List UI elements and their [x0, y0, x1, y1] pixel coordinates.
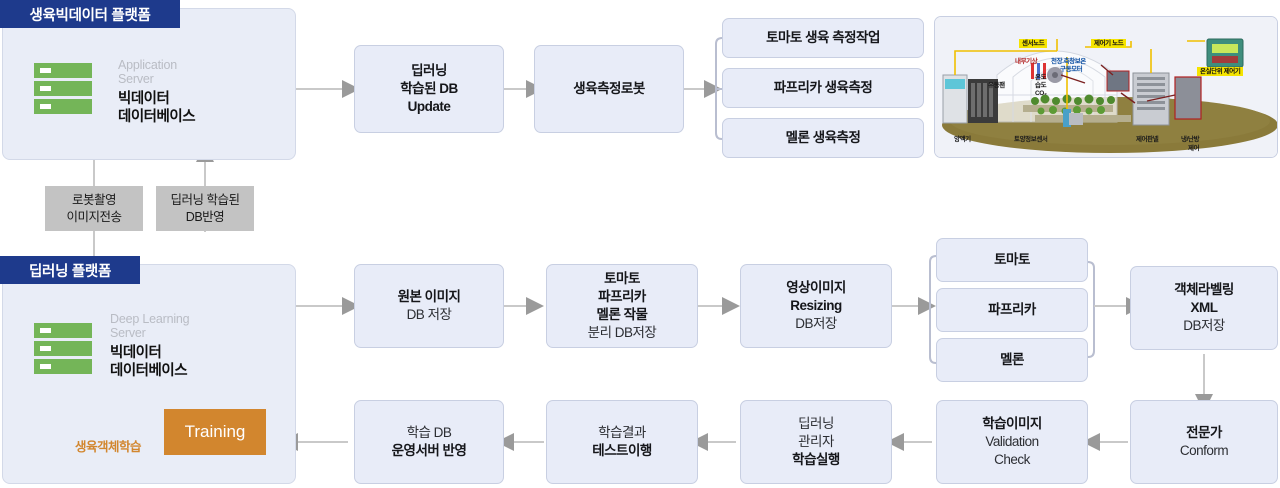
training-label: Training: [184, 422, 246, 441]
node-training-execute-line-2: 학습실행: [792, 451, 840, 467]
node-melon-measure-label: 멜론 생육측정: [785, 130, 861, 146]
node-image-resizing[interactable]: 영상이미지 Resizing DB저장: [740, 264, 892, 348]
node-dl-db-update[interactable]: 딥러닝 학습된 DB Update: [354, 45, 504, 133]
greenhouse-label-nutrient-supply: 양액기: [954, 136, 971, 143]
node-crop-split-db-line-0: 토마토: [604, 271, 640, 287]
deep-learning-server-label: Deep Learning Server 빅데이터 데이터베이스: [110, 312, 280, 380]
node-expert-conform-line-1: Conform: [1179, 443, 1229, 458]
greenhouse-label-internal-weather: 내부기상: [1015, 58, 1038, 65]
node-crop-split-db-line-2: 멜론 작물: [596, 307, 648, 322]
growth-object-learning-label: 생육객체학습: [75, 440, 142, 454]
node-crop-tomato[interactable]: 토마토: [936, 238, 1088, 282]
node-crop-melon-label: 멜론: [1000, 352, 1024, 368]
node-test-run-line-1: 테스트이행: [592, 443, 652, 458]
node-crop-split-db[interactable]: 토마토 파프리카 멜론 작물 분리 DB저장: [546, 264, 698, 348]
training-box[interactable]: Training: [164, 409, 266, 455]
node-object-labeling-xml-line-0: 객체라벨링: [1174, 282, 1234, 298]
node-crop-split-db-line-1: 파프리카: [598, 289, 646, 305]
node-growth-robot[interactable]: 생육측정로봇: [534, 45, 684, 133]
node-crop-paprika-label: 파프리카: [988, 302, 1036, 318]
node-dl-db-update-line-0: 딥러닝: [411, 63, 447, 79]
application-server-icon: [34, 63, 92, 114]
node-growth-robot-line-0: 생육측정로봇: [573, 81, 645, 97]
node-image-resizing-line-2: DB저장: [795, 315, 837, 331]
node-expert-conform[interactable]: 전문가 Conform: [1130, 400, 1278, 484]
node-tomato-measure-label: 토마토 생육 측정작업: [766, 30, 880, 46]
node-dl-db-update-line-2: Update: [407, 98, 451, 114]
node-crop-split-db-line-3: 분리 DB저장: [587, 324, 657, 340]
deep-learning-server-subtitle: Deep Learning Server: [110, 312, 190, 341]
node-training-execute-line-0: 딥러닝: [798, 416, 834, 432]
panel-growth-bigdata-header: 생육빅데이터 플랫폼: [0, 0, 180, 28]
node-tomato-measure[interactable]: 토마토 생육 측정작업: [722, 18, 924, 58]
greenhouse-label-cooling-heating-2: 제어: [1188, 145, 1200, 152]
node-expert-conform-line-0: 전문가: [1186, 425, 1222, 441]
greenhouse-label-drive-motor: 구동모터: [1060, 66, 1083, 73]
node-object-labeling-xml-line-1: XML: [1190, 300, 1219, 316]
node-dl-db-update-line-1: 학습된 DB: [400, 81, 458, 97]
node-original-image-db-line-0: 원본 이미지: [397, 289, 461, 305]
greenhouse-label-soil-info-sensor: 토양정보센서: [1014, 136, 1048, 143]
panel-deep-learning-header: 딥러닝 플랫폼: [0, 256, 140, 284]
application-server-title: 빅데이터 데이터베이스: [118, 90, 196, 125]
node-image-resizing-line-1: Resizing: [790, 298, 842, 314]
node-original-image-db-line-1: DB 저장: [406, 307, 452, 322]
greenhouse-label-controller-node: 제어기 노드: [1091, 39, 1127, 49]
greenhouse-label-control-panel: 제어판넬: [1136, 136, 1159, 143]
node-training-execute-line-1: 관리자: [798, 434, 834, 450]
node-crop-melon[interactable]: 멜론: [936, 338, 1088, 382]
greenhouse-label-circulation-fan: 유동팬: [988, 82, 1005, 89]
node-paprika-measure-label: 파프리카 생육측정: [773, 80, 873, 96]
node-paprika-measure[interactable]: 파프리카 생육측정: [722, 68, 924, 108]
node-deploy-to-server[interactable]: 학습 DB 운영서버 반영: [354, 400, 504, 484]
node-crop-tomato-label: 토마토: [994, 252, 1030, 268]
greenhouse-label-co2: CO₂: [1035, 90, 1047, 97]
greenhouse-label-greenhouse-unit-controller: 온실단위 제어기: [1197, 67, 1244, 77]
panel-deep-learning-title: 딥러닝 플랫폼: [29, 263, 111, 280]
node-melon-measure[interactable]: 멜론 생육측정: [722, 118, 924, 158]
tag-db-reflect: 딥러닝 학습된 DB반영: [156, 186, 254, 231]
node-test-run[interactable]: 학습결과 테스트이행: [546, 400, 698, 484]
node-validation-check[interactable]: 학습이미지 Validation Check: [936, 400, 1088, 484]
application-server-label: Application Server 빅데이터 데이터베이스: [118, 58, 278, 126]
greenhouse-label-humidity: 습도: [1035, 82, 1047, 89]
node-crop-paprika[interactable]: 파프리카: [936, 288, 1088, 332]
application-server-subtitle: Application Server: [118, 58, 177, 87]
greenhouse-label-temperature: 온도: [1035, 74, 1047, 81]
panel-growth-bigdata-title: 생육빅데이터 플랫폼: [29, 7, 151, 24]
node-validation-check-line-2: Check: [994, 451, 1030, 467]
node-image-resizing-line-0: 영상이미지: [786, 280, 846, 296]
node-training-execute[interactable]: 딥러닝 관리자 학습실행: [740, 400, 892, 484]
node-deploy-to-server-line-1: 운영서버 반영: [391, 443, 467, 458]
deep-learning-server-title: 빅데이터 데이터베이스: [110, 344, 188, 379]
node-original-image-db[interactable]: 원본 이미지 DB 저장: [354, 264, 504, 348]
greenhouse-label-cooling-heating-1: 냉/난방: [1181, 136, 1200, 143]
tag-robot-capture: 로봇촬영 이미지전송: [45, 186, 143, 231]
node-deploy-to-server-line-0: 학습 DB: [406, 425, 452, 441]
greenhouse-diagram: 센서노드 제어기 노드 온실단위 제어기 내부기상 천장.측창보온 구동모터 온…: [934, 16, 1278, 158]
deep-learning-server-icon: [34, 323, 92, 374]
node-object-labeling-xml[interactable]: 객체라벨링 XML DB저장: [1130, 266, 1278, 350]
greenhouse-label-ceiling-side-insulation: 천장.측창보온: [1051, 58, 1086, 65]
node-object-labeling-xml-line-2: DB저장: [1183, 317, 1225, 333]
node-validation-check-line-1: Validation: [985, 434, 1039, 450]
node-test-run-line-0: 학습결과: [598, 425, 646, 441]
node-validation-check-line-0: 학습이미지: [982, 416, 1042, 432]
greenhouse-label-sensor-node: 센서노드: [1019, 39, 1048, 49]
